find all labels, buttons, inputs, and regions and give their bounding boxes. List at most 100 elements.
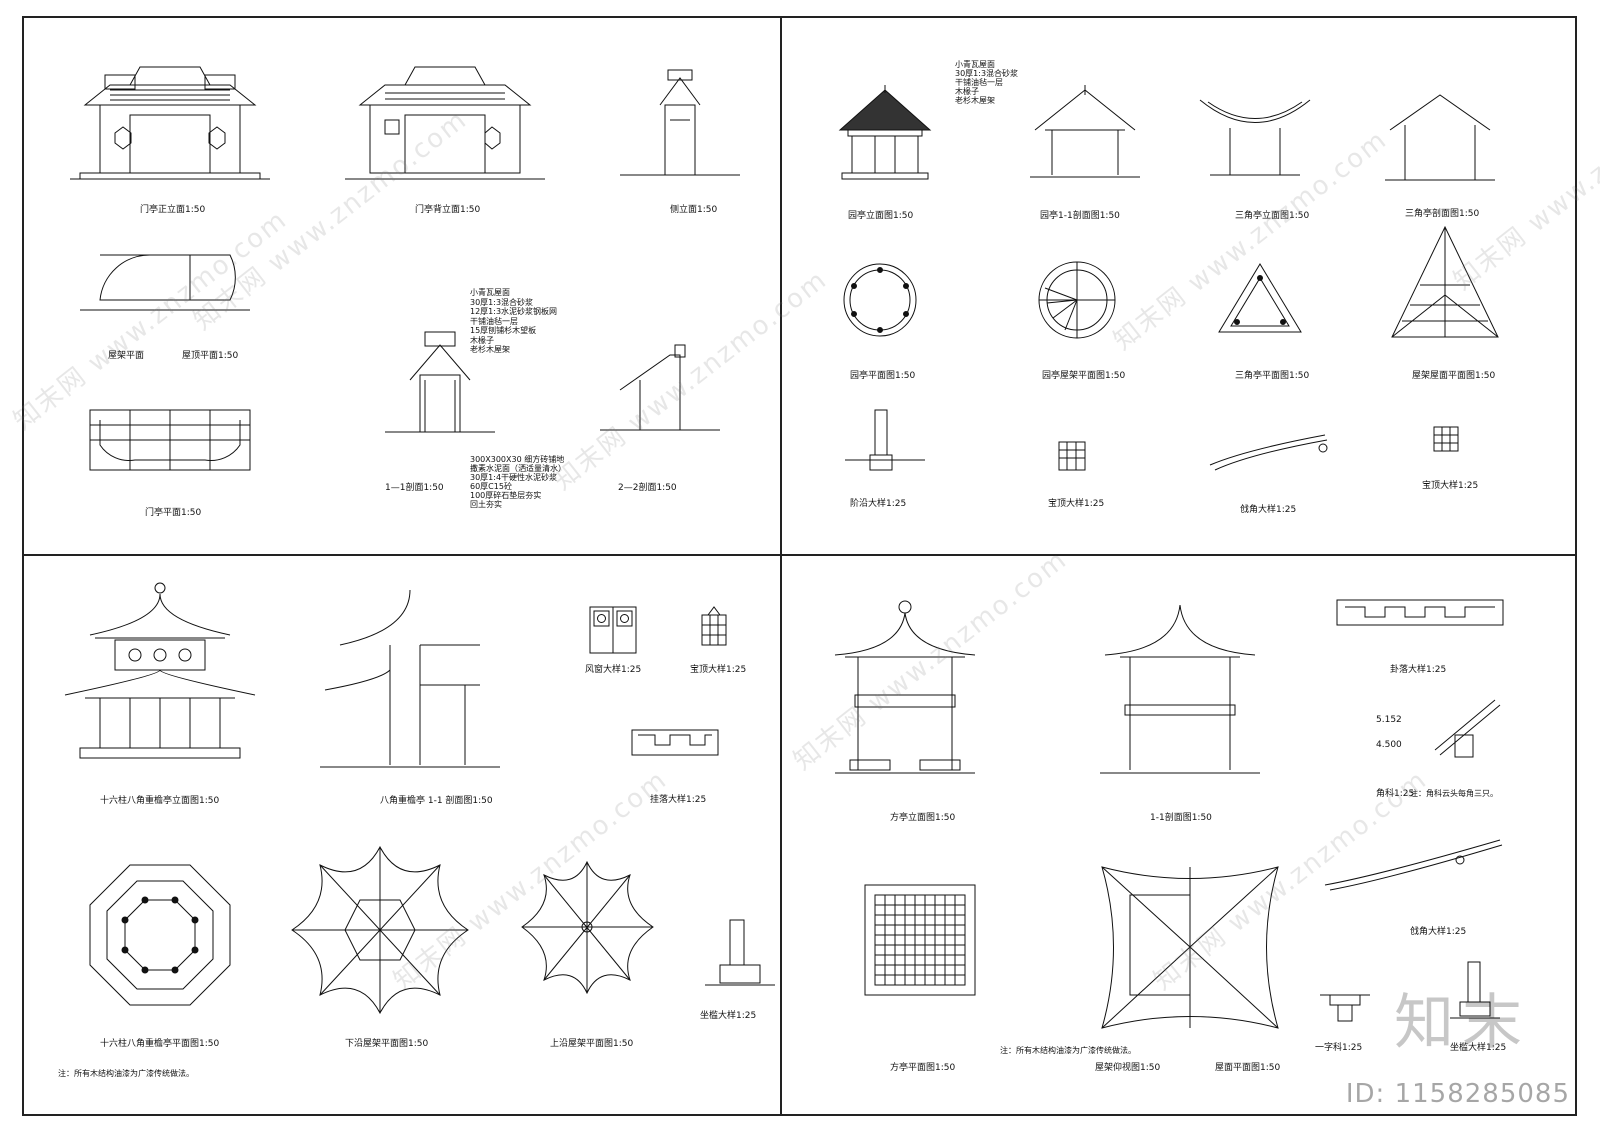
hanging-fascia-drawing xyxy=(630,725,720,765)
floor-layer-2: 撒素水泥面（洒适量清水） xyxy=(470,464,566,473)
gate-section-1-drawing xyxy=(385,320,495,450)
gate-pavilion-back-elevation xyxy=(345,55,545,190)
gate-front-elevation-title: 门亭正立面1:50 xyxy=(140,205,206,215)
roof-layer-6: 木椽子 xyxy=(470,335,494,345)
roof-layer-2: 30厚1:3混合砂浆 xyxy=(470,297,534,307)
eave-corner-title: 戗角大样1:25 xyxy=(1240,505,1297,515)
hanging-fascia-title: 挂落大样1:25 xyxy=(650,795,707,805)
octagonal-plan-title: 十六柱八角重檐亭平面图1:50 xyxy=(100,1039,220,1049)
triangle-roof-frame-title: 屋架屋面平面图1:50 xyxy=(1412,371,1496,381)
gate-plan-title: 门亭平面1:50 xyxy=(145,508,202,518)
rp-layer-5: 老杉木屋架 xyxy=(955,96,995,105)
gate-section-2-drawing xyxy=(600,335,720,445)
step-detail-drawing xyxy=(845,405,925,480)
floor-layer-4: 60厚C15砼 xyxy=(470,482,512,491)
sheet-divider-horizontal xyxy=(22,554,1577,556)
gate-pavilion-front-elevation xyxy=(70,55,270,190)
fascia-detail-title: 卦落大样1:25 xyxy=(1390,665,1447,675)
roof-underside-view-drawing xyxy=(1100,865,1280,1030)
step-detail-title: 阶沿大样1:25 xyxy=(850,499,907,509)
round-pavilion-elevation-title: 园亭立面图1:50 xyxy=(848,211,914,221)
roof-layer-1: 小青瓦屋面 xyxy=(470,288,510,297)
bracket-detail-drawing xyxy=(1425,690,1515,770)
round-pavilion-plan-title: 园亭平面图1:50 xyxy=(850,371,916,381)
lower-roof-frame-title: 下沿屋架平面图1:50 xyxy=(345,1039,429,1049)
bracket-dim-top: 5.152 xyxy=(1376,715,1402,725)
rp-layer-1: 小青瓦屋面 xyxy=(955,60,995,69)
wind-window-drawing xyxy=(588,605,638,655)
square-plan-drawing xyxy=(860,880,980,1000)
octagonal-elevation-title: 十六柱八角重檐亭立面图1:50 xyxy=(100,796,220,806)
octagonal-section-title: 八角重檐亭 1-1 剖面图1:50 xyxy=(380,796,493,806)
triangle-pavilion-plan xyxy=(1215,260,1305,340)
square-section-title: 1-1剖面图1:50 xyxy=(1150,813,1212,823)
gate-side-elevation-title: 侧立面1:50 xyxy=(670,205,718,215)
gate-section-1-title: 1—1剖面1:50 xyxy=(385,483,444,493)
wind-window-title: 风窗大样1:25 xyxy=(585,665,642,675)
square-elevation-title: 方亭立面图1:50 xyxy=(890,813,956,823)
bracket-dim-bottom: 4.500 xyxy=(1376,740,1402,750)
bench-detail-b-drawing xyxy=(1450,960,1500,1030)
finial-detail-b-title: 宝顶大样1:25 xyxy=(1422,481,1479,491)
round-pavilion-section-title: 园亭1-1剖面图1:50 xyxy=(1040,211,1120,221)
roof-underside-title: 屋架仰视图1:50 xyxy=(1095,1063,1161,1073)
brand-logo-text: 知末 xyxy=(1394,988,1530,1058)
fascia-detail-drawing xyxy=(1335,595,1505,635)
round-pavilion-roof-frame xyxy=(1035,258,1120,343)
triangle-pavilion-elevation-title: 三角亭立面图1:50 xyxy=(1235,211,1310,221)
gate-roof-frame-title: 屋架平面 xyxy=(108,351,145,361)
gate-section-2-title: 2—2剖面1:50 xyxy=(618,483,677,493)
square-pavilion-section xyxy=(1100,595,1260,785)
roof-layer-3: 12厚1:3水泥砂浆钢板网 xyxy=(470,307,558,316)
triangle-pavilion-section-title: 三角亭剖面图1:50 xyxy=(1405,209,1480,219)
rp-layer-3: 干铺油毡一层 xyxy=(955,78,1003,87)
floor-layer-3: 30厚1:4干硬性水泥砂浆 xyxy=(470,473,558,482)
round-pavilion-elevation xyxy=(830,85,940,185)
round-pavilion-section xyxy=(1030,85,1140,185)
floor-layer-1: 300X300X30 细方砖铺地 xyxy=(470,455,565,464)
square-plan-title: 方亭平面图1:50 xyxy=(890,1063,956,1073)
right-footnote: 注：所有木结构油漆为广漆传统做法。 xyxy=(1000,1046,1136,1055)
left-footnote: 注：所有木结构油漆为广漆传统做法。 xyxy=(58,1069,194,1078)
triangle-pavilion-section xyxy=(1385,80,1495,190)
roof-plan-title: 屋面平面图1:50 xyxy=(1215,1063,1281,1073)
eave-corner-b-drawing xyxy=(1320,830,1510,910)
gate-plan-drawing xyxy=(75,400,265,485)
gate-roof-plan-title: 屋顶平面1:50 xyxy=(182,351,239,361)
bracket-title: 角科1:25 xyxy=(1376,789,1415,799)
bracket-note: 注：角科云头每角三只。 xyxy=(1410,789,1498,798)
drawing-sheet-frame xyxy=(22,16,1577,1116)
finial-detail-c-title: 宝顶大样1:25 xyxy=(690,665,747,675)
square-pavilion-elevation xyxy=(830,595,980,785)
upper-roof-frame-title: 上沿屋架平面图1:50 xyxy=(550,1039,634,1049)
rp-layer-4: 木椽子 xyxy=(955,87,979,96)
drawing-id: ID: 1158285085 xyxy=(1345,1079,1570,1109)
round-pavilion-plan xyxy=(840,260,920,340)
upper-roof-frame-drawing xyxy=(520,860,655,995)
gate-roof-plan-drawing xyxy=(80,245,250,325)
finial-detail-a-drawing xyxy=(1057,440,1087,475)
floor-layer-list: 300X300X30 细方砖铺地 撒素水泥面（洒适量清水） 30厚1:4干硬性水… xyxy=(470,455,566,509)
floor-layer-6: 回土夯实 xyxy=(470,500,502,509)
sheet-divider-vertical xyxy=(780,16,782,1116)
round-pavilion-roof-frame-title: 园亭屋架平面图1:50 xyxy=(1042,371,1126,381)
roof-layer-4: 干铺油毡一层 xyxy=(470,316,518,326)
floor-layer-5: 100厚碎石垫层夯实 xyxy=(470,491,542,500)
rp-layer-2: 30厚1:3混合砂浆 xyxy=(955,69,1019,78)
triangle-pavilion-elevation xyxy=(1200,90,1310,185)
finial-detail-a-title: 宝顶大样1:25 xyxy=(1048,499,1105,509)
octagonal-plan-drawing xyxy=(85,855,235,1015)
finial-detail-b-drawing xyxy=(1432,425,1460,455)
octagonal-pavilion-section xyxy=(320,585,500,775)
eave-corner-b-title: 戗角大样1:25 xyxy=(1410,927,1467,937)
eave-corner-drawing xyxy=(1205,420,1335,480)
triangle-roof-frame-plan xyxy=(1390,225,1500,345)
yizi-bracket-drawing xyxy=(1320,985,1370,1030)
bench-detail-b-title: 坐槛大样1:25 xyxy=(1450,1043,1507,1053)
lower-roof-frame-drawing xyxy=(290,845,470,1015)
round-pavilion-section-notes: 小青瓦屋面 30厚1:3混合砂浆 干铺油毡一层 木椽子 老杉木屋架 xyxy=(955,60,1018,105)
octagonal-pavilion-elevation xyxy=(60,580,260,770)
roof-layer-7: 老杉木屋架 xyxy=(470,345,510,354)
triangle-pavilion-plan-title: 三角亭平面图1:50 xyxy=(1235,371,1310,381)
yizi-bracket-title: 一字科1:25 xyxy=(1315,1043,1363,1053)
